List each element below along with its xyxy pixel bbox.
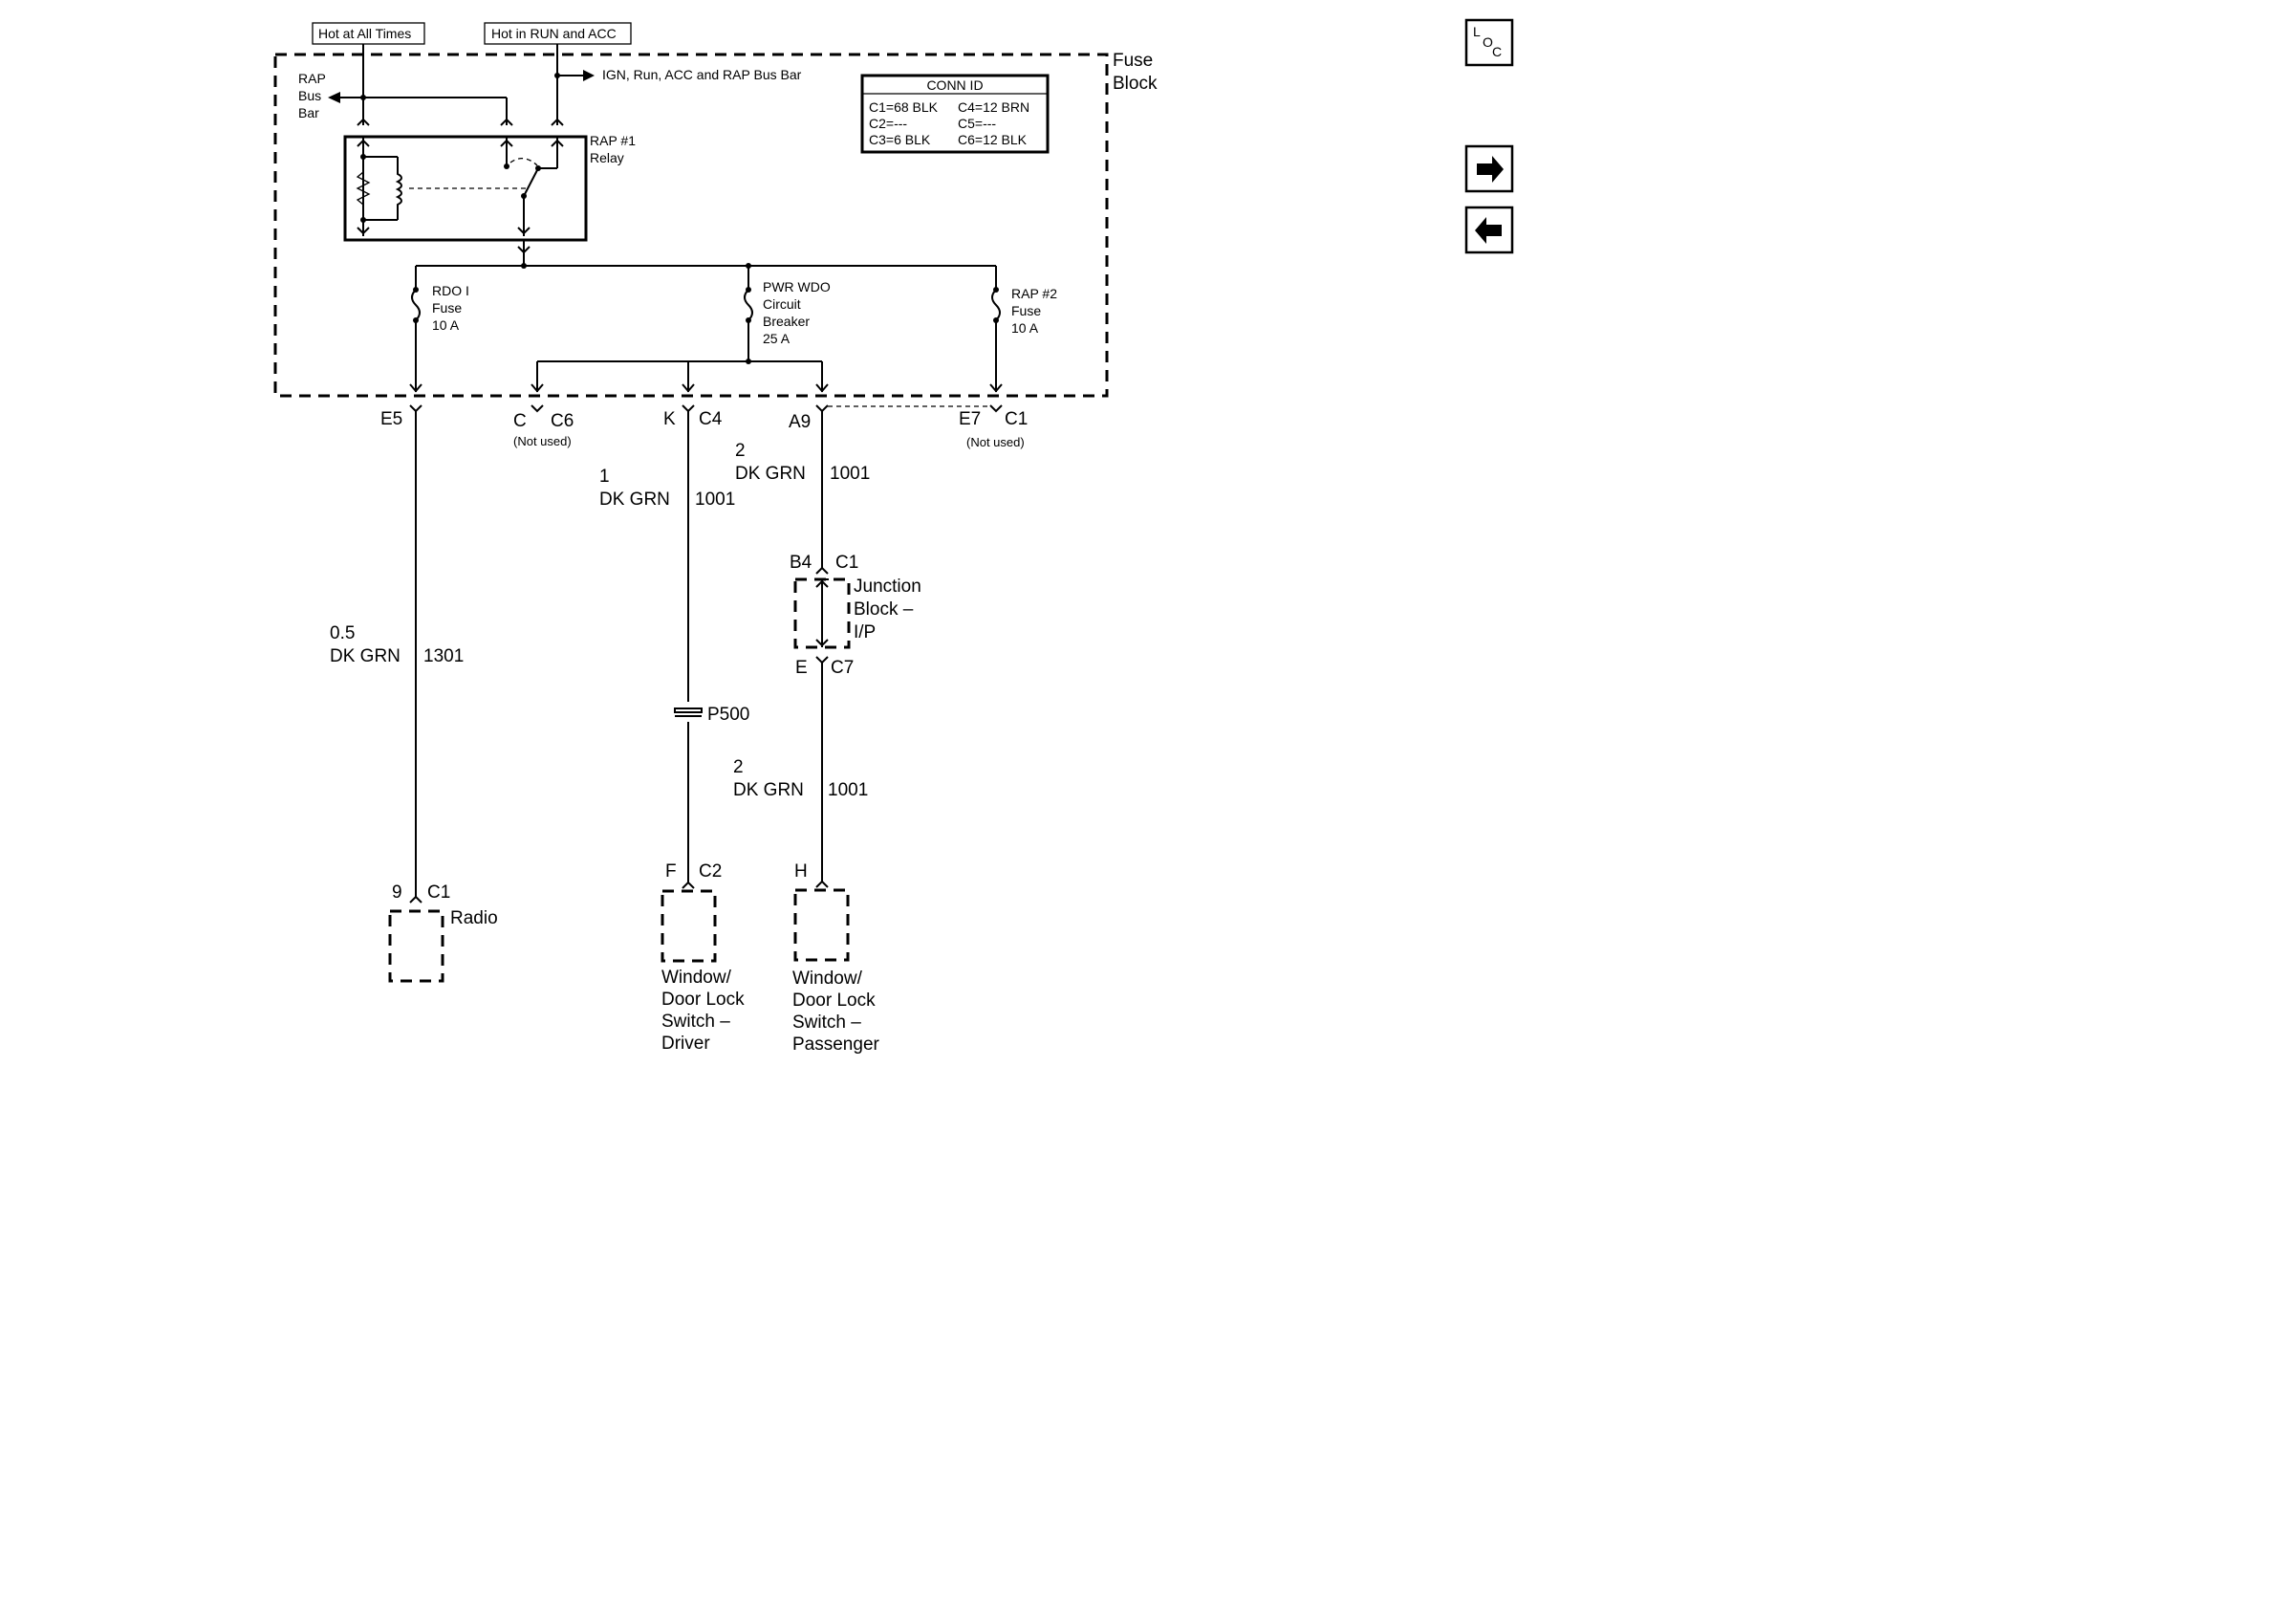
radio-conn-c1: C1	[427, 882, 450, 903]
conn-id-row2-col2: C5=---	[958, 116, 996, 131]
rdo-fuse-label-2: Fuse	[432, 300, 462, 316]
pwr-wdo-label-1: PWR WDO	[763, 279, 831, 294]
conn-c1: C1	[1005, 409, 1028, 429]
junction-label-2: Block –	[854, 599, 914, 620]
radio-wire-color: DK GRN	[330, 646, 401, 666]
passenger-connector	[815, 880, 829, 888]
driver-pin-f: F	[665, 861, 677, 882]
arrow-left-icon	[1475, 217, 1502, 244]
loc-letter-c: C	[1492, 44, 1502, 59]
passenger-switch-box	[793, 888, 850, 962]
driver-conn-c2: C2	[699, 861, 722, 882]
driver-connector	[682, 881, 695, 889]
previous-page-button[interactable]	[1464, 206, 1514, 254]
fuse-block-label-2: Block	[1113, 74, 1158, 94]
junction-pin-b4: B4	[790, 553, 812, 573]
a9-wire-size: 2	[735, 441, 746, 461]
driver-label-2: Door Lock	[661, 990, 745, 1010]
driver-label-4: Driver	[661, 1034, 710, 1054]
junction-block-internals	[815, 578, 829, 664]
rap-bus-label-2: Bus	[298, 88, 321, 103]
passenger-wire-size: 2	[733, 757, 744, 777]
junction-pin-e: E	[795, 658, 808, 678]
hot-in-run-acc-label: Hot in RUN and ACC	[491, 26, 617, 41]
rdo-fuse-label-1: RDO I	[432, 283, 469, 298]
passenger-wire-color: DK GRN	[733, 780, 804, 800]
passenger-label-3: Switch –	[792, 1012, 861, 1033]
passenger-pin-h: H	[794, 861, 808, 882]
conn-id-row1-col1: C1=68 BLK	[869, 99, 939, 115]
rap-bus-label-1: RAP	[298, 71, 326, 86]
passenger-wire-circuit: 1001	[828, 780, 868, 800]
supply-wiring	[328, 44, 595, 126]
radio-pin-9: 9	[392, 882, 402, 903]
radio-label: Radio	[450, 908, 498, 928]
driver-label-1: Window/	[661, 968, 732, 988]
rap-bus-label-3: Bar	[298, 105, 319, 120]
hot-at-all-times-label: Hot at All Times	[318, 26, 411, 41]
conn-id-row2-col1: C2=---	[869, 116, 907, 131]
conn-id-table	[860, 74, 1050, 154]
p500-label: P500	[707, 705, 749, 725]
conn-e5: E5	[380, 409, 402, 429]
conn-e7: E7	[959, 409, 981, 429]
passenger-label-4: Passenger	[792, 1034, 880, 1055]
a9-wire-circuit: 1001	[830, 464, 870, 484]
hot-at-all-times-box	[312, 22, 425, 45]
pwr-wdo-label-4: 25 A	[763, 331, 791, 346]
radio-wire-circuit: 1301	[423, 646, 464, 666]
junction-label-1: Junction	[854, 577, 921, 597]
conn-c6: C6	[551, 411, 574, 431]
driver-label-3: Switch –	[661, 1012, 730, 1032]
junction-label-3: I/P	[854, 622, 876, 642]
a9-wire-color: DK GRN	[735, 464, 806, 484]
conn-id-title: CONN ID	[926, 77, 983, 93]
rap-relay-box	[343, 135, 588, 242]
conn-id-row3-col1: C3=6 BLK	[869, 132, 931, 147]
arrow-right-icon	[1477, 156, 1504, 183]
relay-label-2: Relay	[590, 150, 624, 165]
relay-label-1: RAP #1	[590, 133, 636, 148]
location-button[interactable]: L O C	[1464, 18, 1514, 67]
passenger-label-1: Window/	[792, 969, 863, 989]
distribution-bus	[409, 263, 1003, 393]
wiring-diagram: Hot at All Times Hot in RUN and ACC Fuse…	[273, 18, 1514, 1055]
loc-letter-l: L	[1473, 24, 1481, 39]
conn-e7-not-used: (Not used)	[966, 435, 1025, 449]
loc-letter-o: O	[1483, 34, 1493, 50]
conn-id-row3-col2: C6=12 BLK	[958, 132, 1028, 147]
next-page-button[interactable]	[1464, 144, 1514, 193]
junction-conn-c7: C7	[831, 658, 854, 678]
rap2-fuse-label-2: Fuse	[1011, 303, 1041, 318]
conn-a9: A9	[789, 412, 811, 432]
ign-bus-label: IGN, Run, ACC and RAP Bus Bar	[602, 67, 802, 82]
fuse-block-outline	[273, 53, 1109, 398]
conn-c4: C4	[699, 409, 723, 429]
fuse-block-label-1: Fuse	[1113, 51, 1153, 71]
conn-k: K	[663, 409, 676, 429]
pwr-wdo-label-3: Breaker	[763, 314, 810, 329]
rap2-fuse-label-3: 10 A	[1011, 320, 1039, 336]
junction-conn-c1: C1	[835, 553, 858, 573]
driver-wire-circuit: 1001	[695, 490, 735, 510]
p500-splice	[674, 708, 703, 717]
rap2-fuse-label-1: RAP #2	[1011, 286, 1057, 301]
passenger-label-2: Door Lock	[792, 991, 876, 1011]
radio-wire-size: 0.5	[330, 623, 355, 643]
rdo-fuse-label-3: 10 A	[432, 317, 460, 333]
driver-switch-box	[661, 889, 717, 963]
conn-id-row1-col2: C4=12 BRN	[958, 99, 1029, 115]
conn-c: C	[513, 411, 527, 431]
radio-box	[388, 909, 444, 983]
driver-wire-size: 1	[599, 467, 610, 487]
pwr-wdo-label-2: Circuit	[763, 296, 801, 312]
radio-connector	[409, 895, 422, 903]
relay-internals	[356, 137, 564, 266]
driver-wire-color: DK GRN	[599, 490, 670, 510]
conn-c6-not-used: (Not used)	[513, 434, 572, 448]
